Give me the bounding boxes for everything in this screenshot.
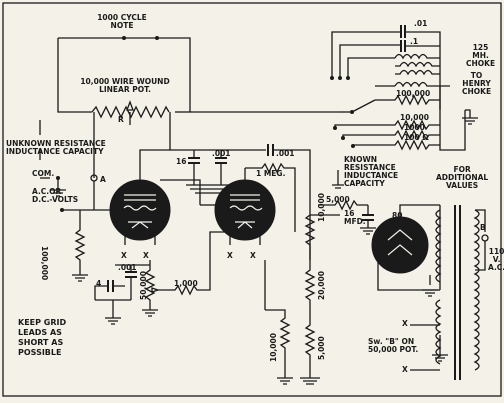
label-r-10000b: 10,000 (269, 333, 278, 362)
label-ac-dc: A.C.OR D.C.-VOLTS (32, 187, 79, 204)
label-r-10k: 10,000 (400, 113, 429, 122)
label-cap-01b: .1 (410, 37, 419, 46)
label-r-5000: 5,000 (326, 195, 350, 204)
label-meg: 1 MEG. (256, 169, 286, 178)
tube-2: X X (200, 162, 296, 260)
label-keep: KEEP GRID LEADS AS SHORT AS POSSIBLE (18, 318, 67, 357)
known-switch-bank (330, 25, 478, 189)
label-sw: Sw. "B" ON 50,000 POT. (368, 337, 419, 354)
label-com: COM. (32, 169, 55, 178)
label-cap-001a: .001 (212, 149, 231, 158)
bridge-wiring (39, 36, 340, 210)
label-cap-16mfd: 16 MFD. (344, 209, 366, 226)
label-a: A (100, 175, 106, 184)
label-known: KNOWN RESISTANCE INDUCTANCE CAPACITY (344, 155, 399, 188)
label-r-100k: 100,000 (396, 89, 431, 98)
label-r-50000: 50,000 (139, 271, 148, 300)
label-r-1000b: 1,000 (174, 279, 198, 288)
svg-text:X: X (121, 251, 127, 260)
frame-border (2, 2, 502, 397)
label-x-b: X (402, 365, 408, 374)
label-plate-10k: 10,000 (317, 193, 326, 222)
svg-text:X: X (227, 251, 233, 260)
coupling-caps (170, 144, 311, 260)
label-b: B (480, 223, 486, 232)
bias-network (94, 231, 245, 325)
label-choke: 125 MH. CHOKE (466, 43, 496, 68)
label-tube80: 80 (392, 211, 403, 220)
label-cap-4: 4 (96, 279, 102, 288)
label-cycle-note: 1000 CYCLE NOTE (97, 13, 147, 30)
label-cap-16: 16 (176, 157, 187, 166)
label-r-20000: 20,000 (317, 271, 326, 300)
tube-1: X X (109, 112, 201, 260)
label-cap-001c: .001 (118, 263, 137, 272)
label-for-add: FOR ADDITIONAL VALUES (436, 165, 489, 190)
label-r: R (118, 115, 124, 124)
label-line: 110 V. A.C. (488, 247, 504, 272)
power-supply (318, 199, 489, 380)
label-r-1000a: 1000 (404, 123, 425, 132)
label-cap-01a: .01 (414, 19, 428, 28)
plate-resistors (264, 214, 340, 385)
label-unknown: UNKNOWN RESISTANCE INDUCTANCE CAPACITY (6, 139, 106, 156)
label-x-a: X (402, 319, 408, 328)
svg-text:X: X (143, 251, 149, 260)
label-to-henry: TO HENRY CHOKE (462, 71, 492, 96)
label-pot: 10,000 WIRE WOUND LINEAR POT. (80, 77, 170, 94)
label-grid-r1: 100,000 (40, 246, 49, 281)
svg-text:X: X (250, 251, 256, 260)
label-r-5000b: 5,000 (317, 336, 326, 360)
label-r-100: 100 Ω (404, 133, 429, 142)
input-section (40, 176, 115, 282)
label-cap-001b: .001 (276, 149, 295, 158)
